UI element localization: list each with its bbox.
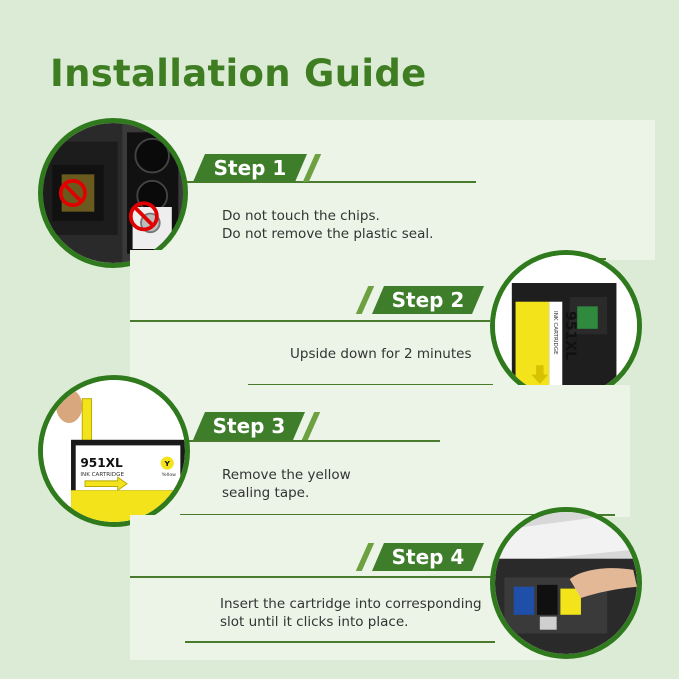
step-3-text-line-2: sealing tape.: [222, 485, 310, 501]
step-2-banner: Step 2: [372, 286, 484, 314]
step-4-label: Step 4: [391, 545, 465, 569]
step-1-top-rule: [176, 181, 476, 183]
insert-cartridge-illustration: [495, 512, 637, 654]
step-2-image: 951XL INK CARTRIDGE: [490, 250, 642, 402]
no-remove-icon: [128, 201, 159, 232]
step-4-image: [490, 507, 642, 659]
step-4-text-line-1: Insert the cartridge into corresponding: [220, 596, 482, 612]
step-3-top-rule: [180, 440, 440, 442]
step-3-image: 951XL INK CARTRIDGE Y Yellow: [38, 375, 190, 527]
step-1-text-line-1: Do not touch the chips.: [222, 208, 380, 224]
step-2-panel: [130, 250, 560, 388]
step-4-top-rule: [130, 576, 495, 578]
step-3-label: Step 3: [212, 414, 286, 438]
step-1-banner: Step 1: [193, 154, 307, 182]
cartridge-color-name: Yellow: [161, 472, 177, 478]
step-1-text: Do not touch the chips. Do not remove th…: [222, 207, 433, 243]
remove-tape-illustration: 951XL INK CARTRIDGE Y Yellow: [43, 380, 185, 522]
no-touch-icon: [58, 179, 87, 207]
step-3-text-line-1: Remove the yellow: [222, 467, 351, 483]
step-2-text: Upside down for 2 minutes: [290, 345, 472, 363]
cartridge-model-label: 951XL: [80, 456, 123, 470]
step-4-text: Insert the cartridge into corresponding …: [220, 595, 482, 631]
step-1-image: [38, 118, 188, 268]
step-2-text-line-1: Upside down for 2 minutes: [290, 346, 472, 362]
step-3-text: Remove the yellow sealing tape.: [222, 466, 351, 502]
step-4-panel: [130, 515, 560, 660]
upside-down-cartridge-illustration: 951XL INK CARTRIDGE: [495, 255, 637, 397]
step-2-top-rule: [130, 320, 490, 322]
svg-text:951XL: 951XL: [562, 311, 578, 360]
step-3-panel: [135, 385, 630, 517]
step-4-bottom-rule: [185, 641, 495, 643]
step-1-text-line-2: Do not remove the plastic seal.: [222, 226, 434, 242]
page-title: Installation Guide: [50, 52, 427, 95]
cartridge-type-label: INK CARTRIDGE: [80, 472, 124, 478]
step-2-label: Step 2: [391, 288, 465, 312]
step-4-text-line-2: slot until it clicks into place.: [220, 614, 409, 630]
arrow-right-icon: [84, 476, 128, 492]
step-1-label: Step 1: [213, 156, 287, 180]
cartridge-color-code: Y: [163, 459, 170, 468]
svg-text:INK CARTRIDGE: INK CARTRIDGE: [552, 311, 558, 355]
step-3-banner: Step 3: [193, 412, 305, 440]
chip-closeup-illustration: [43, 123, 183, 263]
step-1-panel: [135, 120, 655, 260]
step-4-banner: Step 4: [372, 543, 484, 571]
